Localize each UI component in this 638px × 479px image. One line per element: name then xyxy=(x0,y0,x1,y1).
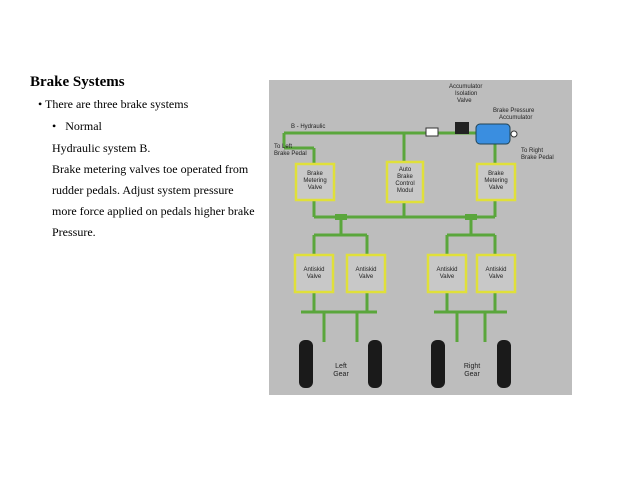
bullet-dot: • xyxy=(38,97,43,111)
label-auto-brake: Control xyxy=(395,181,414,187)
bullet-item: • There are three brake systems xyxy=(38,97,188,112)
label-accumulator-1: Brake Pressure xyxy=(493,108,535,114)
label-right-gear: Gear xyxy=(464,371,480,378)
label-auto-brake: Brake xyxy=(397,174,413,180)
slide-title: Brake Systems xyxy=(30,74,125,90)
body-line: Brake metering valves toe operated from xyxy=(52,162,249,176)
label-b-hydraulic: B - Hydraulic xyxy=(291,124,325,130)
auto-brake-module: Auto Brake Control Modul xyxy=(385,160,425,204)
body-line: Pressure. xyxy=(52,225,96,239)
tire xyxy=(497,340,511,388)
bullet-text: There are three brake systems xyxy=(45,97,189,111)
label-auto-brake: Auto xyxy=(399,167,412,173)
label-antiskid: Valve xyxy=(307,274,322,280)
wheels xyxy=(299,340,511,388)
label-isolation-valve-1: Accumulator xyxy=(449,84,482,90)
label-metering: Valve xyxy=(489,185,504,191)
label-right-pedal-1: To Right xyxy=(521,148,543,154)
label-metering: Metering xyxy=(303,178,326,184)
label-left-gear: Gear xyxy=(333,371,349,378)
tire xyxy=(431,340,445,388)
hydraulic-lines xyxy=(282,131,507,342)
body-line: Hydraulic system B. xyxy=(52,141,151,155)
shuttle-valve-left xyxy=(335,214,347,220)
label-antiskid: Antiskid xyxy=(355,267,376,273)
accumulator xyxy=(475,123,511,145)
bullet-dot: • xyxy=(52,119,63,133)
label-antiskid: Antiskid xyxy=(303,267,324,273)
label-auto-brake: Modul xyxy=(397,188,413,194)
label-isolation-valve-2: Isolation xyxy=(455,91,477,97)
label-antiskid: Valve xyxy=(359,274,374,280)
label-antiskid: Antiskid xyxy=(485,267,506,273)
sub-bullet-text: Normal xyxy=(65,119,102,133)
label-antiskid: Valve xyxy=(440,274,455,280)
brake-system-diagram: Accumulator Isolation Valve Brake Pressu… xyxy=(269,80,572,395)
metering-valve-left: Brake Metering Valve xyxy=(294,162,336,202)
antiskid-valve: Antiskid Valve xyxy=(345,253,387,294)
label-metering: Brake xyxy=(307,171,323,177)
label-antiskid: Antiskid xyxy=(436,267,457,273)
label-right-gear: Right xyxy=(464,363,480,370)
antiskid-valve: Antiskid Valve xyxy=(475,253,517,294)
body-line: rudder pedals. Adjust system pressure xyxy=(52,183,234,197)
tire xyxy=(368,340,382,388)
antiskid-valve: Antiskid Valve xyxy=(426,253,468,294)
accumulator-cap xyxy=(510,130,518,138)
label-left-pedal-2: Brake Pedal xyxy=(274,151,307,157)
body-line: more force applied on pedals higher brak… xyxy=(52,204,255,218)
tire xyxy=(299,340,313,388)
isolation-valve xyxy=(455,122,469,134)
label-isolation-valve-3: Valve xyxy=(457,98,472,104)
shuttle-valve-right xyxy=(465,214,477,220)
label-right-pedal-2: Brake Pedal xyxy=(521,155,554,161)
metering-valve-right: Brake Metering Valve xyxy=(475,162,517,202)
label-accumulator-2: Accumulator xyxy=(499,115,532,121)
label-metering: Brake xyxy=(488,171,504,177)
check-valve xyxy=(425,127,439,137)
label-left-pedal-1: To Left xyxy=(274,144,292,150)
label-metering: Valve xyxy=(308,185,323,191)
sub-bullet-item: • Normal xyxy=(52,119,102,134)
label-metering: Metering xyxy=(484,178,507,184)
label-antiskid: Valve xyxy=(489,274,504,280)
antiskid-valve: Antiskid Valve xyxy=(293,253,335,294)
label-left-gear: Left xyxy=(335,363,347,370)
